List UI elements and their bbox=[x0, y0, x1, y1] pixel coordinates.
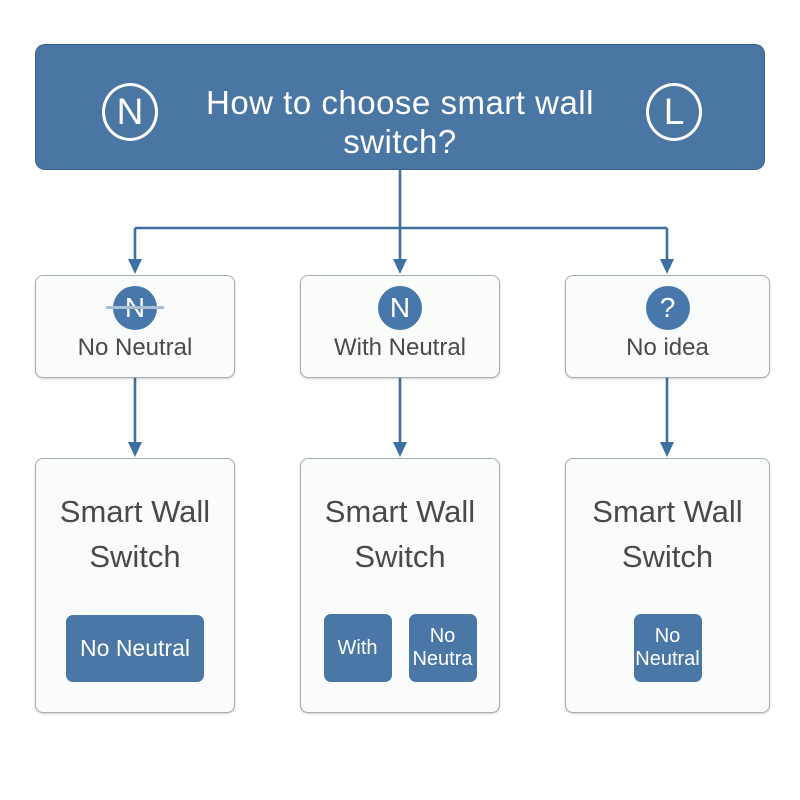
option-box-with-neutral: N With Neutral bbox=[300, 275, 500, 378]
badge-letter: L bbox=[663, 90, 685, 132]
result-card-no-neutral: Smart Wall Switch No Neutral bbox=[35, 458, 235, 713]
no-neutral-tag: No Neutra bbox=[408, 614, 477, 682]
option-label: No idea bbox=[626, 334, 709, 361]
card-title-line-1: Smart Wall bbox=[592, 494, 743, 529]
strikethrough-line bbox=[106, 306, 164, 309]
tag-label: With bbox=[337, 636, 378, 659]
title-line-1: How to choose smart wall bbox=[206, 84, 594, 121]
option-label: No Neutral bbox=[77, 334, 193, 361]
card-title-line-2: Switch bbox=[89, 539, 181, 574]
card-title: Smart Wall Switch bbox=[36, 489, 234, 579]
neutral-wire-badge-icon: N bbox=[102, 83, 158, 141]
no-neutral-tag: No Neutral bbox=[633, 614, 702, 682]
tag-label-line-2: Neutra bbox=[412, 648, 473, 670]
tag-label-line-1: No bbox=[654, 625, 681, 647]
card-title: Smart Wall Switch bbox=[301, 489, 499, 579]
no-neutral-icon: N bbox=[106, 286, 164, 330]
badge-letter: N bbox=[116, 90, 144, 132]
card-title-line-2: Switch bbox=[354, 539, 446, 574]
page-title: How to choose smart wall switch? bbox=[126, 83, 674, 161]
with-tag: With bbox=[323, 614, 392, 682]
result-card-no-idea: Smart Wall Switch No Neutral bbox=[565, 458, 770, 713]
card-title: Smart Wall Switch bbox=[566, 489, 769, 579]
card-title-line-1: Smart Wall bbox=[324, 494, 476, 529]
option-label: With Neutral bbox=[333, 334, 467, 361]
question-icon: ? bbox=[645, 286, 690, 330]
with-neutral-icon: N bbox=[378, 286, 422, 330]
card-title-line-1: Smart Wall bbox=[59, 494, 211, 529]
icon-letter: ? bbox=[659, 292, 676, 323]
title-line-2: switch? bbox=[343, 123, 457, 160]
result-card-with-neutral: Smart Wall Switch With No Neutra bbox=[300, 458, 500, 713]
live-wire-badge-icon: L bbox=[646, 83, 702, 141]
tag-label: No Neutral bbox=[80, 635, 190, 661]
tag-label-line-2: Neutral bbox=[635, 648, 700, 670]
button-row: No Neutral bbox=[566, 614, 769, 682]
option-box-no-idea: ? No idea bbox=[565, 275, 770, 378]
button-row: With No Neutra bbox=[301, 614, 499, 682]
card-title-line-2: Switch bbox=[621, 539, 714, 574]
no-neutral-tag: No Neutral bbox=[66, 615, 204, 682]
option-box-no-neutral: N No Neutral bbox=[35, 275, 235, 378]
icon-letter: N bbox=[389, 292, 411, 323]
button-row: No Neutral bbox=[36, 615, 234, 682]
tag-label-line-1: No bbox=[429, 625, 456, 647]
header-banner: N How to choose smart wall switch? L bbox=[35, 44, 765, 170]
